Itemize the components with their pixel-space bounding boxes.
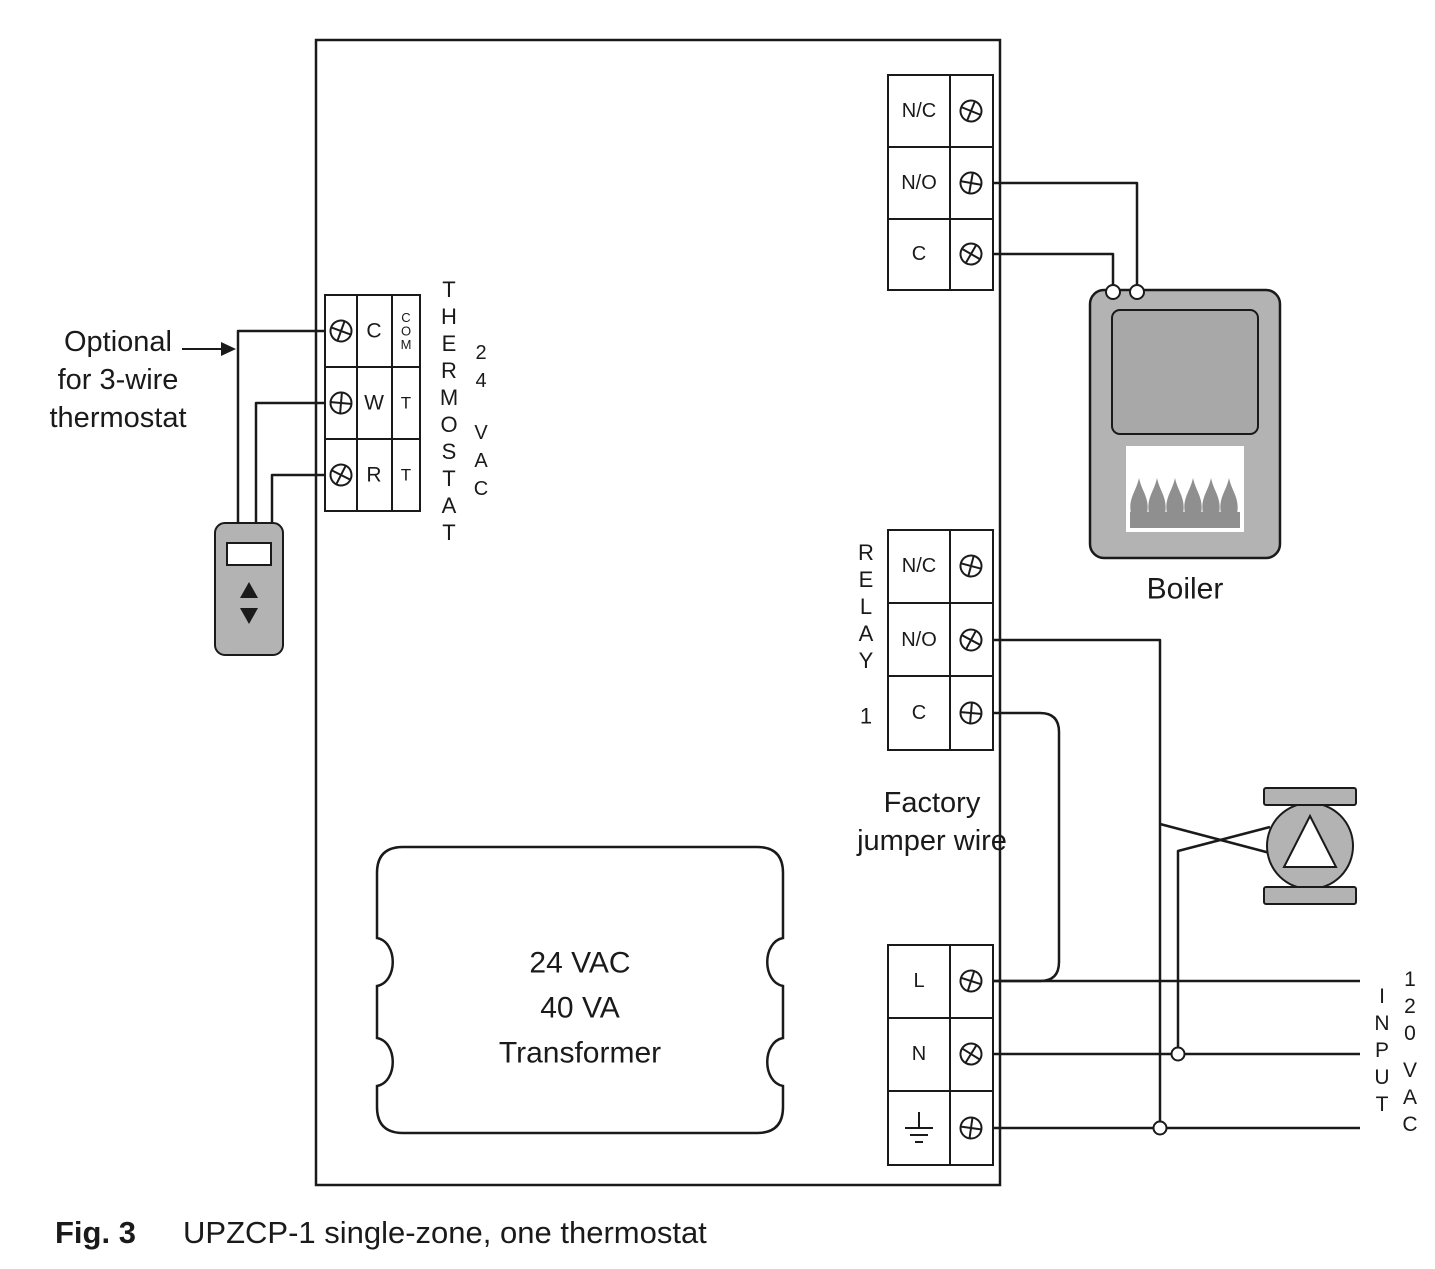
wire-c-to-boiler bbox=[993, 252, 1115, 285]
boiler: Boiler bbox=[1088, 284, 1282, 606]
terminal-letter-r: R bbox=[366, 464, 381, 487]
wire-pump-lower bbox=[1159, 822, 1271, 855]
pump-flange-bottom bbox=[1263, 886, 1357, 905]
transformer-line1: 24 VAC bbox=[529, 947, 630, 980]
transformer-line2: 40 VA bbox=[540, 992, 620, 1025]
terminal-label-no: N/O bbox=[901, 629, 937, 651]
pump-triangle-icon bbox=[1282, 813, 1338, 868]
terminal-label-nc: N/C bbox=[902, 555, 936, 577]
caption-text: UPZCP-1 single-zone, one thermostat bbox=[183, 1215, 707, 1250]
terminal-letter-w: W bbox=[364, 392, 384, 415]
thermostat-display bbox=[226, 542, 272, 566]
terminal-label-l: L bbox=[913, 970, 924, 992]
optional-note-line3: thermostat bbox=[50, 402, 187, 434]
arrow-down-icon bbox=[240, 608, 258, 624]
power-terminal-block: L N bbox=[887, 944, 994, 1166]
wire-thermostat-c bbox=[236, 329, 330, 523]
terminal-label-nc: N/C bbox=[902, 100, 936, 122]
screw-terminal bbox=[958, 700, 984, 726]
arrow-up-icon bbox=[240, 582, 258, 598]
junction-ground bbox=[1152, 1120, 1168, 1136]
optional-note-line1: Optional bbox=[64, 326, 172, 358]
caption-fig: Fig. 3 bbox=[55, 1215, 136, 1250]
thermostat-device bbox=[214, 522, 284, 656]
terminal-label-n: N bbox=[912, 1043, 926, 1065]
figure-caption: Fig. 3 UPZCP-1 single-zone, one thermost… bbox=[55, 1215, 707, 1250]
boiler-panel bbox=[1111, 309, 1259, 435]
wire-relay-no bbox=[993, 638, 1162, 1128]
terminal-label-c: C bbox=[912, 243, 926, 265]
jumper-note-line1: Factory bbox=[884, 787, 981, 819]
pump-flange-top bbox=[1263, 787, 1357, 806]
screw-terminal bbox=[328, 390, 354, 416]
circulator-pump bbox=[1263, 787, 1357, 905]
control-panel-outline bbox=[314, 38, 1002, 1187]
burner-bar bbox=[1130, 512, 1240, 528]
terminal-label-no: N/O bbox=[901, 172, 937, 194]
flames-icon bbox=[1130, 478, 1238, 514]
terminal-tag-t: T bbox=[401, 394, 411, 413]
pointer-arrow-icon bbox=[221, 342, 236, 356]
relay-number: 1 bbox=[860, 704, 872, 729]
wire-no-to-boiler bbox=[993, 181, 1139, 285]
optional-note-line2: for 3-wire bbox=[58, 364, 179, 396]
terminal-tag-t: T bbox=[401, 466, 411, 485]
top-terminal-block: N/C N/O C bbox=[887, 74, 994, 291]
wire-thermostat-r bbox=[270, 473, 330, 523]
transformer-line3: Transformer bbox=[499, 1037, 661, 1070]
wire-pump-upper-to-neutral bbox=[1176, 825, 1271, 1054]
junction-neutral bbox=[1170, 1046, 1186, 1062]
jumper-note-line2: jumper wire bbox=[856, 825, 1007, 857]
jumper-note: Factory jumper wire bbox=[856, 787, 1007, 857]
boiler-terminal-left bbox=[1105, 284, 1121, 300]
optional-note: Optional for 3-wire thermostat bbox=[50, 326, 236, 434]
wire-thermostat-w bbox=[254, 401, 330, 523]
boiler-label: Boiler bbox=[1147, 573, 1224, 606]
terminal-letter-c: C bbox=[366, 320, 381, 343]
terminal-label-c: C bbox=[912, 702, 926, 724]
ground-icon bbox=[905, 1112, 933, 1143]
boiler-terminal-right bbox=[1129, 284, 1145, 300]
transformer: 24 VAC 40 VA Transformer bbox=[375, 845, 785, 1135]
transformer-outline bbox=[375, 845, 785, 1135]
